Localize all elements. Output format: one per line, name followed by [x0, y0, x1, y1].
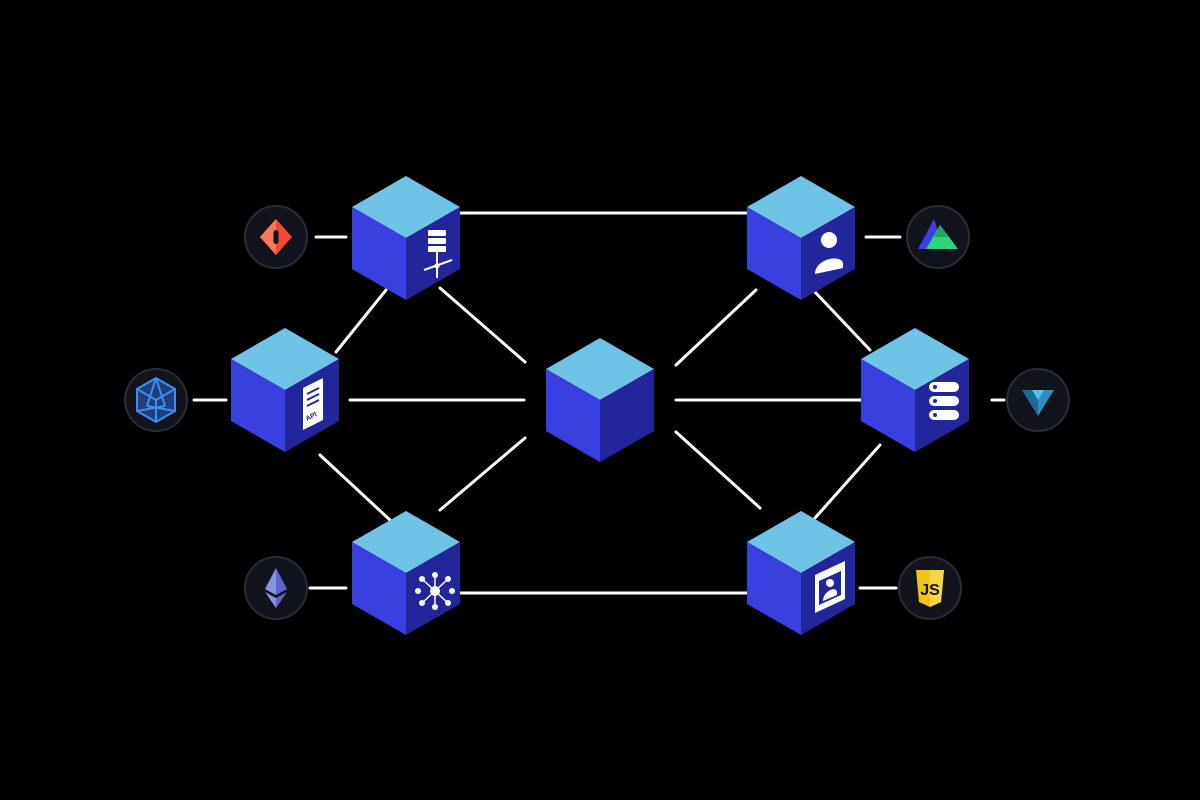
network-graph-icon — [415, 572, 455, 610]
red-diamond-logo-icon — [260, 219, 292, 255]
polyhedron-logo — [124, 368, 188, 432]
polyhedron-logo-icon — [136, 376, 176, 424]
blue-triangle-logo-icon — [1022, 390, 1054, 416]
id-card-icon — [815, 561, 845, 613]
user-cube — [747, 176, 855, 300]
server-rack-cube — [352, 176, 460, 300]
database-icon — [929, 382, 959, 420]
red-diamond-logo — [244, 205, 308, 269]
id-card-cube — [747, 511, 855, 635]
connector-line — [334, 288, 388, 354]
database-cube — [861, 328, 969, 452]
javascript-logo-text: JS — [920, 582, 940, 599]
connector-line — [438, 436, 527, 512]
connectors — [192, 211, 1006, 595]
ethereum-logo-icon — [265, 568, 287, 608]
javascript-logo: JS — [898, 556, 962, 620]
server-rack-icon — [423, 230, 453, 278]
green-triangle-logo — [906, 205, 970, 269]
center-cube — [546, 338, 654, 462]
connector-line — [438, 286, 527, 364]
api-document-icon: API — [303, 378, 323, 430]
user-icon — [815, 232, 843, 274]
ethereum-logo — [244, 556, 308, 620]
network-graph-cube — [352, 511, 460, 635]
connector-line — [674, 430, 762, 510]
javascript-logo-icon: JS — [916, 570, 944, 607]
connector-line — [813, 443, 882, 520]
green-triangle-logo-icon — [918, 219, 958, 249]
connector-line — [674, 288, 758, 367]
api-document-cube: API — [231, 328, 339, 452]
connector-line — [813, 290, 872, 352]
connector-line — [318, 453, 392, 522]
api-label: API — [305, 411, 319, 423]
blue-triangle-logo — [1006, 368, 1070, 432]
